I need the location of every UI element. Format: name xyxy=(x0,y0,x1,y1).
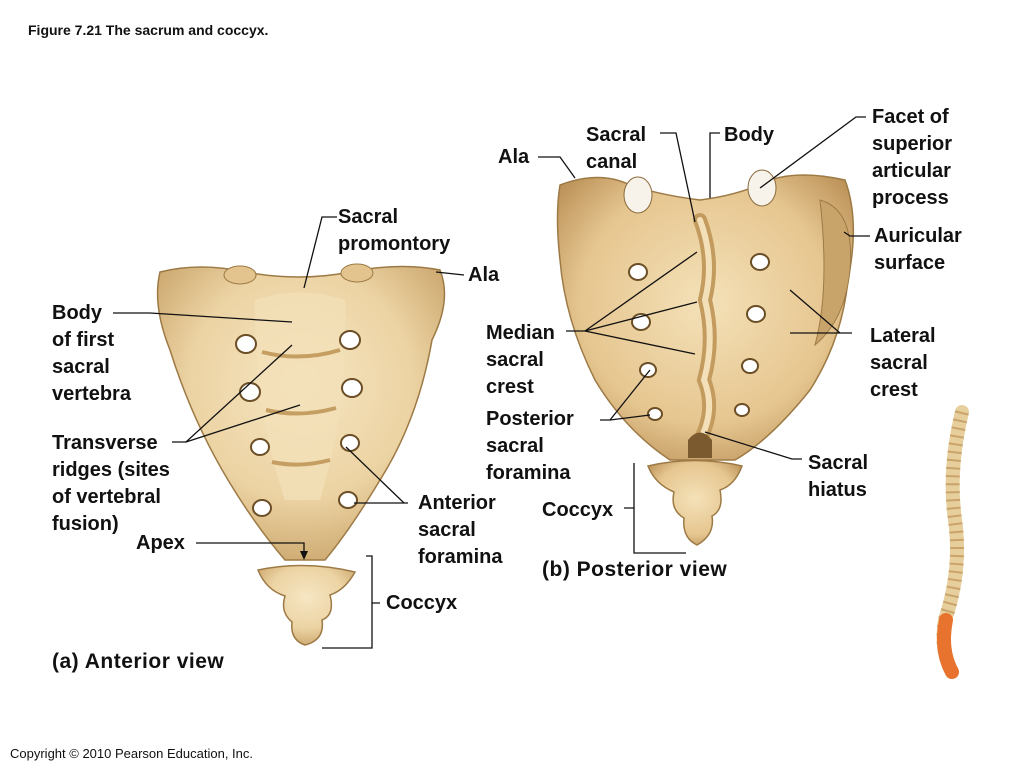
label-coccyx-anterior: Coccyx xyxy=(386,592,458,614)
label-auricular-surface: Auricular surface xyxy=(874,225,962,274)
anterior-leader-lines xyxy=(113,216,465,649)
anterior-sacrum xyxy=(156,263,446,646)
label-body-posterior: Body xyxy=(724,124,774,146)
label-ala-anterior: Ala xyxy=(468,264,500,286)
label-anterior-sacral-foramina: Anterior sacral foramina xyxy=(418,492,503,568)
label-ala-posterior: Ala xyxy=(498,146,530,168)
label-body-first-sacral-vertebra: Body of first sacral vertebra xyxy=(52,302,131,405)
spine-locator-icon xyxy=(936,405,969,679)
view-label-anterior: (a) Anterior view xyxy=(52,650,225,673)
apex-arrowhead xyxy=(300,551,308,560)
copyright-notice: Copyright © 2010 Pearson Education, Inc. xyxy=(10,746,254,761)
label-sacral-promontory: Sacral promontory xyxy=(338,206,451,255)
label-sacral-canal: Sacral canal xyxy=(586,124,647,173)
view-label-posterior: (b) Posterior view xyxy=(542,558,728,581)
label-median-sacral-crest: Median sacral crest xyxy=(486,322,555,398)
label-coccyx-posterior: Coccyx xyxy=(542,499,614,521)
figure-title: Figure 7.21 The sacrum and coccyx. xyxy=(28,22,269,38)
posterior-leader-lines xyxy=(538,116,870,554)
label-sacral-hiatus: Sacral hiatus xyxy=(808,452,869,501)
label-posterior-sacral-foramina: Posterior sacral foramina xyxy=(486,408,574,484)
label-apex: Apex xyxy=(136,532,185,554)
label-facet-superior-articular-process: Facet of superior articular process xyxy=(872,106,953,209)
label-transverse-ridges: Transverse ridges (sites of vertebral fu… xyxy=(52,432,170,535)
label-lateral-sacral-crest: Lateral sacral crest xyxy=(870,325,936,401)
